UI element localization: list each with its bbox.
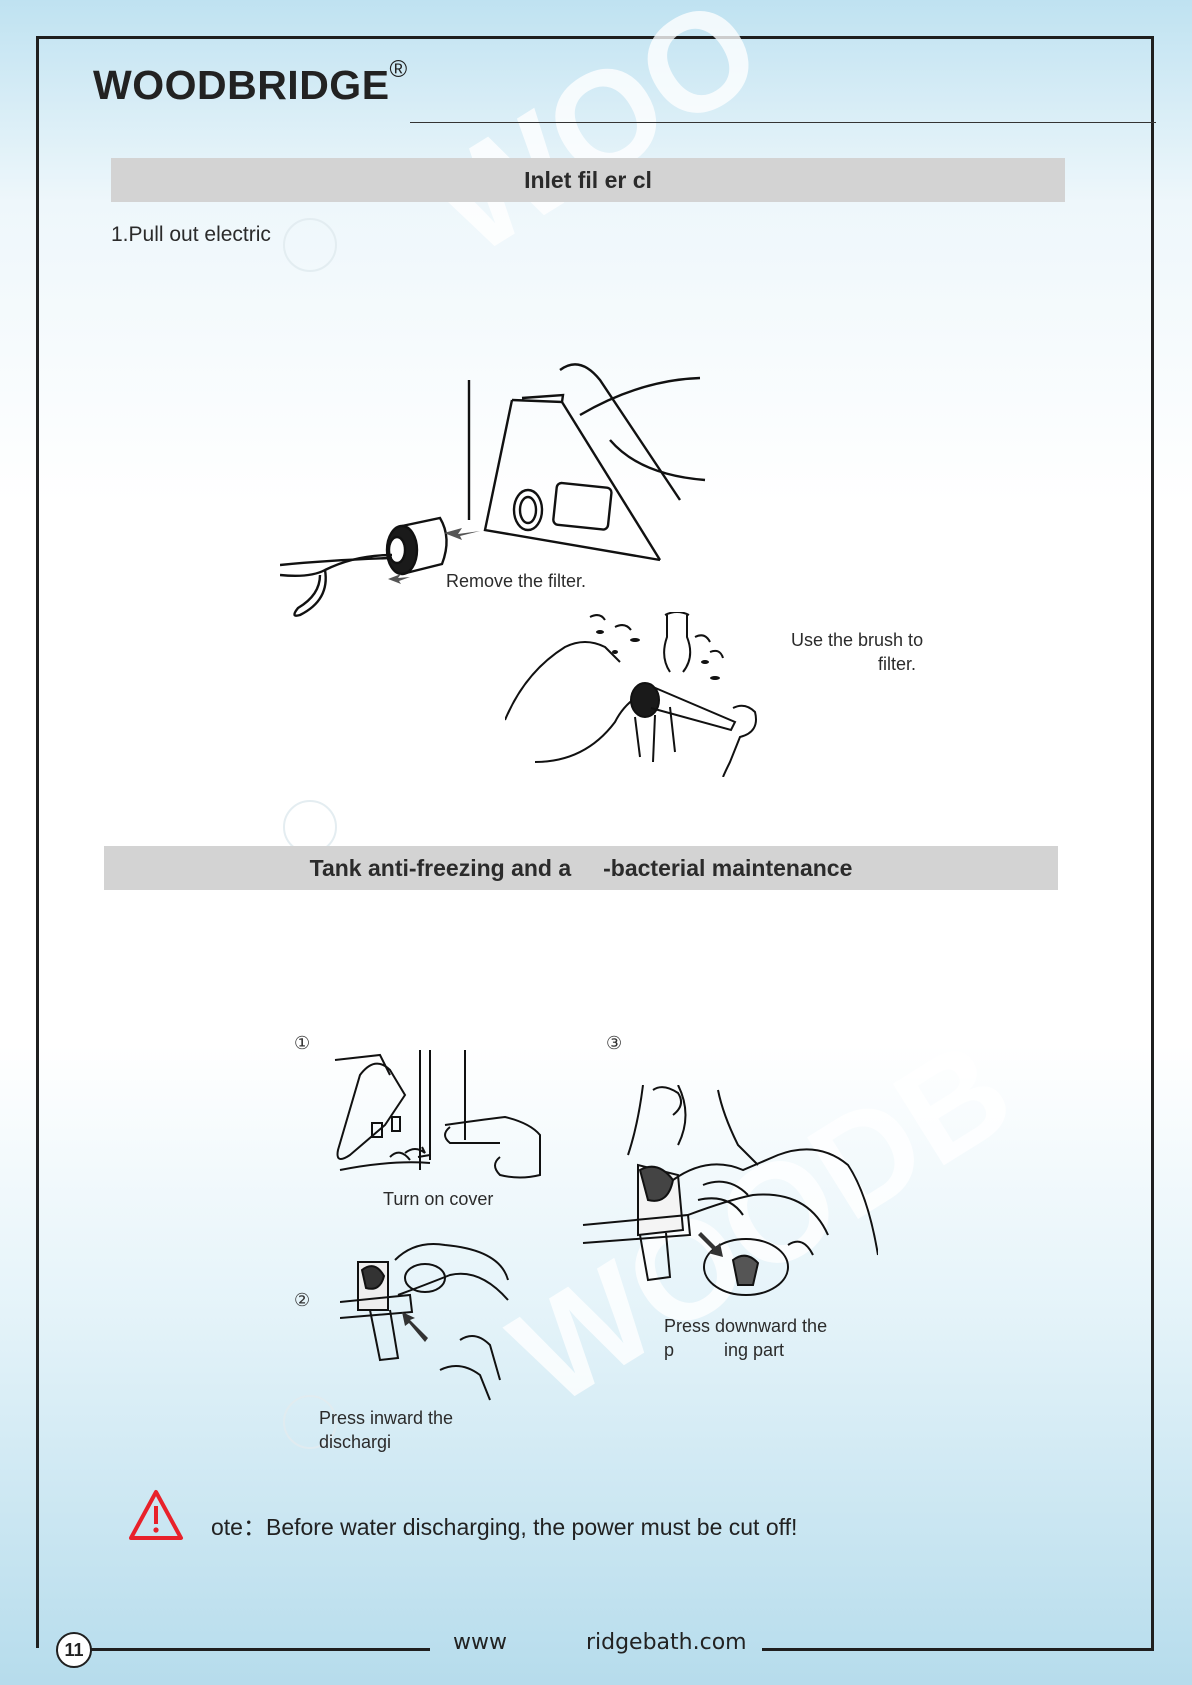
- brand-name: WOODBRIDGE: [93, 62, 390, 108]
- caption-brush-line1: Use the brush to: [791, 630, 924, 650]
- footer-website: www ridgebath.com: [453, 1630, 747, 1655]
- note-text: ote：Before water discharging, the power …: [211, 1514, 798, 1540]
- section-title: Tank anti-freezing and a -bacterial main…: [309, 854, 853, 881]
- page-frame: [36, 36, 1154, 1648]
- watermark-ring: [283, 1395, 337, 1449]
- caption-press-down-line1: Press downward the: [664, 1316, 828, 1336]
- section-heading-inlet-filter: Inlet fil er cl: [111, 158, 1065, 202]
- step-marker-1: ①: [294, 1033, 311, 1054]
- section-heading-tank-maintenance: Tank anti-freezing and a -bacterial main…: [104, 846, 1058, 890]
- registered-mark: ®: [389, 56, 408, 83]
- caption-press-inward-line1: Press inward the: [319, 1408, 454, 1428]
- step-1-text: 1.Pull out electric: [111, 223, 271, 246]
- remove-filter-illustration: [280, 363, 706, 617]
- section-title: Inlet fil er cl: [524, 166, 652, 193]
- warning-triangle-icon: [129, 1490, 183, 1540]
- brush-cleaning-illustration: [505, 612, 757, 777]
- caption-remove-filter: Remove the filter.: [446, 571, 587, 591]
- header-rule: [410, 122, 1156, 123]
- brand-logo: WOODBRIDGE®: [93, 56, 408, 109]
- footer-rule-right: [762, 1648, 1154, 1651]
- caption-brush-line2: filter.: [878, 654, 917, 674]
- caption-turn-on-cover: Turn on cover: [383, 1189, 494, 1209]
- caption-press-inward-line2: dischargi: [319, 1432, 392, 1452]
- page-number: 11: [56, 1632, 92, 1668]
- step-marker-3: ③: [606, 1033, 623, 1054]
- press-downward-illustration: [582, 1085, 878, 1296]
- caption-press-down-line2: p ing part: [664, 1340, 785, 1360]
- note-row: [127, 1488, 185, 1542]
- press-inward-illustration: [340, 1243, 509, 1401]
- watermark-ring: [283, 218, 337, 272]
- step-marker-2: ②: [294, 1290, 311, 1311]
- footer-rule-left: [80, 1648, 430, 1651]
- turn-on-cover-illustration: [334, 1050, 541, 1179]
